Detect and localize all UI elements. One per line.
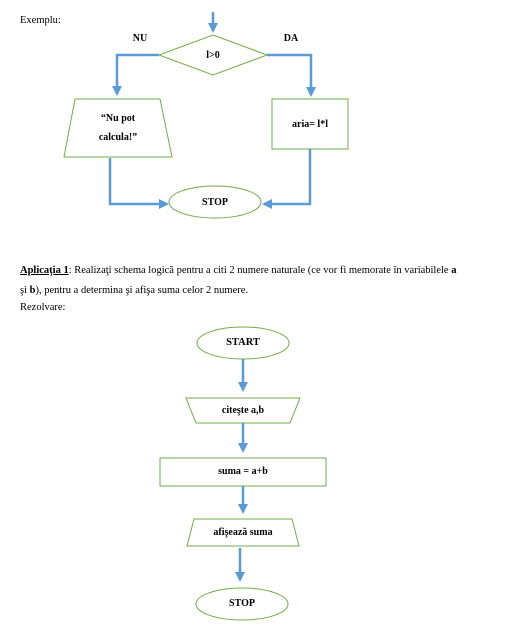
no-output-line2: calcula!” [98,132,138,143]
example-stop-label: STOP [202,197,228,208]
solution-stop-label: STOP [229,598,255,609]
application-title: Aplicaţia 1 [20,265,69,276]
start-label: START [226,337,260,348]
application-paragraph: Aplicaţia 1: Realizaţi schema logică pen… [20,261,490,301]
application-text-3: ), pentru a determina şi afişa suma celo… [35,285,249,296]
no-to-stop-arrow [108,158,169,209]
yes-process-box [271,98,349,150]
variable-b: b [29,285,36,296]
yes-to-stop-arrow [262,149,312,209]
branch-yes-label: DA [283,33,299,44]
output-trapezoid [186,518,300,547]
application-text-1: : Realizaţi schema logică pentru a citi … [68,265,452,276]
no-output-line1: “Nu pot [100,113,136,124]
branch-no-label: NU [132,33,148,44]
variable-a: a [451,265,457,276]
yes-branch-arrow [267,53,316,97]
decision-diamond [157,34,269,76]
input-trapezoid [185,397,301,424]
process-label: suma = a+b [218,466,268,477]
example-heading: Exemplu: [20,15,61,26]
no-output-trapezoid [63,98,173,158]
output-label: afişează suma [213,527,273,538]
solution-stop-oval [195,587,289,621]
solution-label: Rezolvare: [20,302,66,313]
input-label: citeşte a,b [221,405,265,416]
example-stop-oval [168,185,262,219]
yes-process-label: aria= l*l [292,119,328,130]
condition-label: l>0 [206,50,220,61]
application-text-2: şi [20,285,30,296]
no-branch-arrow [112,53,159,96]
